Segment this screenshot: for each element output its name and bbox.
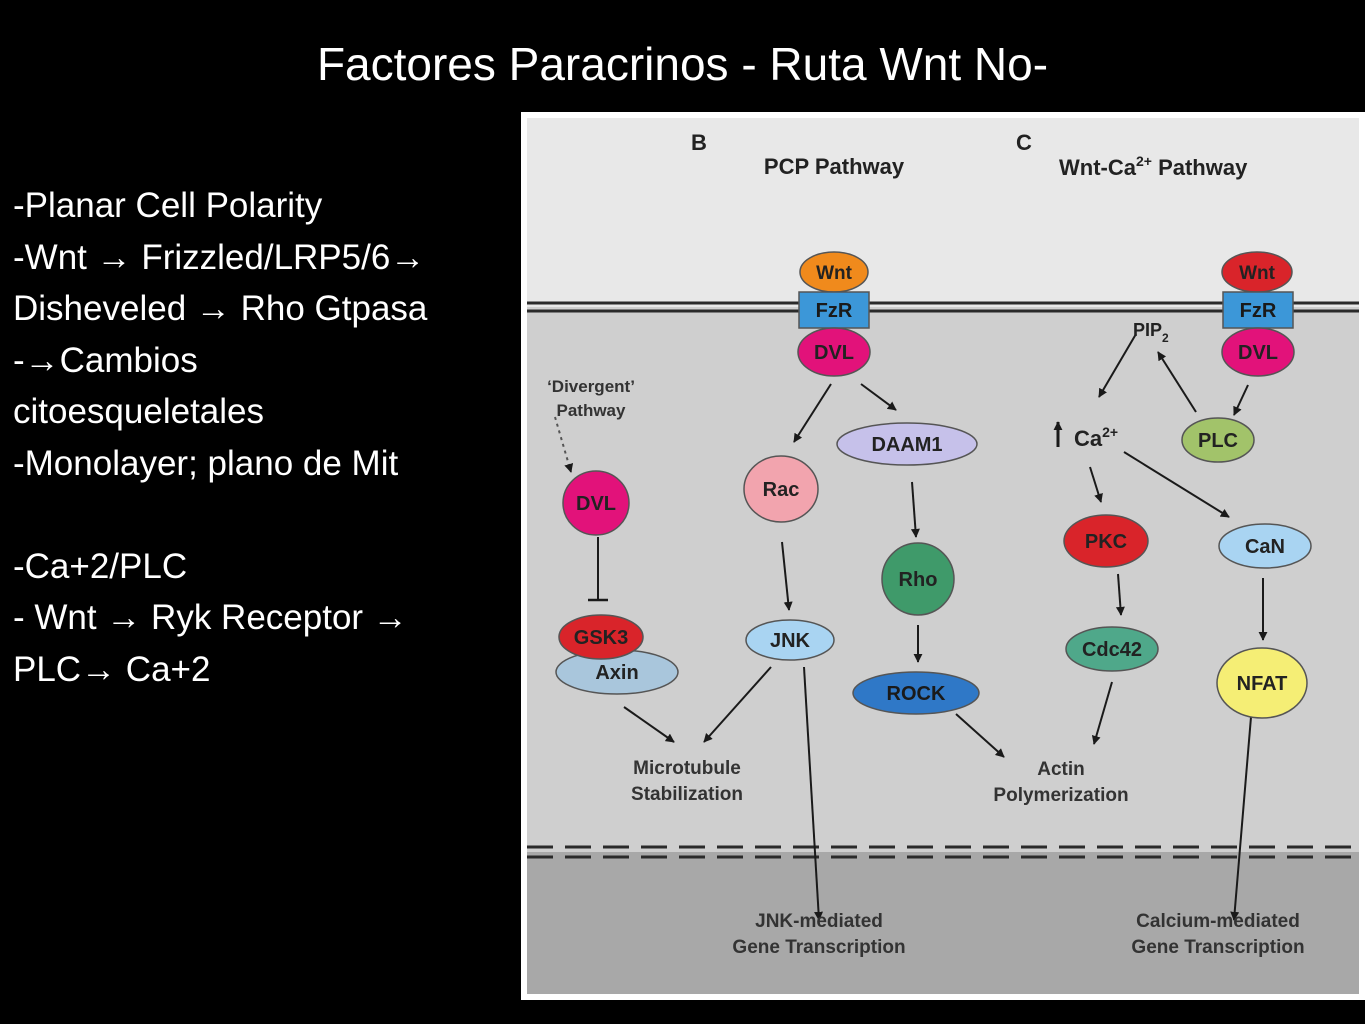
rho-node-label: Rho xyxy=(899,569,938,591)
rac-node-label: Rac xyxy=(763,479,800,501)
wnt-node-b-label: Wnt xyxy=(816,263,853,284)
divergent-label-2: Pathway xyxy=(557,401,627,420)
cdc42-node xyxy=(1065,626,1159,672)
can-node-label: CaN xyxy=(1245,536,1285,558)
daam1-node-label: DAAM1 xyxy=(871,434,942,456)
bullet-line: -Monolayer; plano de Mit xyxy=(13,443,399,483)
slide-title: Factores Paracrinos - Ruta Wnt No- xyxy=(316,38,1049,90)
fzr-node-c xyxy=(1222,291,1294,329)
nfat-node xyxy=(1216,647,1308,719)
title-sup: 2+ xyxy=(1136,153,1152,169)
fzr-node-c-label: FzR xyxy=(1240,300,1277,322)
pip2-label: PIP2 xyxy=(1133,320,1169,345)
nfat-to-gene-arrow xyxy=(1230,716,1252,921)
microtubule-label-2: Stabilization xyxy=(631,784,743,805)
rock-node-label: ROCK xyxy=(887,683,946,705)
pkc-to-cdc42-arrow xyxy=(1115,573,1125,616)
dvl-divergent-label: DVL xyxy=(576,493,616,515)
ca-to-can-arrow xyxy=(1123,451,1230,518)
jnk-gene-label-2: Gene Transcription xyxy=(732,937,905,958)
ca-main: Ca xyxy=(1074,426,1103,451)
fzr-node-b xyxy=(798,291,870,329)
daam1-node xyxy=(836,422,978,466)
gsk3-node-label: GSK3 xyxy=(574,627,628,649)
divergent-arrow xyxy=(554,416,574,473)
actin-label-1: Actin xyxy=(1037,759,1085,780)
rock-to-actin-arrow xyxy=(955,713,1005,758)
fzr-node-b-label: FzR xyxy=(816,300,853,322)
bullet-line: citoesqueletales xyxy=(13,392,264,431)
dvl-node-c xyxy=(1221,327,1295,377)
gsk3-node xyxy=(558,614,644,660)
rac-to-jnk-arrow xyxy=(781,541,793,611)
wnt-ca-pathway-title: Wnt-Ca2+ Pathway xyxy=(1059,153,1248,180)
pip-main: PIP xyxy=(1133,320,1162,340)
dvl-divergent-node xyxy=(562,470,630,536)
dvl-node-c-label: DVL xyxy=(1238,342,1278,364)
rho-node xyxy=(881,542,955,616)
dvl-to-plc-arrow xyxy=(1233,384,1249,416)
ca-sup: 2+ xyxy=(1102,424,1118,440)
wnt-pathway-figure: B PCP Pathway C Wnt-Ca2+ Pathway Ca2+ PI… xyxy=(521,112,1365,1000)
jnk-node xyxy=(745,619,835,661)
cdc42-to-actin-arrow xyxy=(1091,681,1113,745)
jnk-node-label: JNK xyxy=(770,630,811,652)
dvl-node-b xyxy=(797,327,871,377)
pkc-node-label: PKC xyxy=(1085,531,1127,553)
microtubule-label-1: Microtubule xyxy=(633,758,741,779)
bullet-spacer xyxy=(13,489,518,541)
bullet-line: -Ca+2/PLC xyxy=(13,546,188,586)
axin-node-label: Axin xyxy=(595,662,638,684)
bullet-line: -Wnt → Frizzled/LRP5/6→ xyxy=(13,237,426,277)
title-main: Wnt-Ca xyxy=(1059,155,1137,180)
calcium-gene-label-1: Calcium-mediated xyxy=(1136,911,1300,932)
extracellular-region xyxy=(527,118,1359,307)
axin-to-microtubule-arrow xyxy=(623,706,675,743)
pathway-diagram: B PCP Pathway C Wnt-Ca2+ Pathway Ca2+ PI… xyxy=(521,112,1365,1000)
dvl-to-daam1-arrow xyxy=(860,383,897,411)
daam1-to-rho-arrow xyxy=(910,481,920,538)
ca-to-pkc-arrow xyxy=(1089,466,1103,503)
bullet-list: -Planar Cell Polarity -Wnt → Frizzled/LR… xyxy=(13,180,518,695)
cdc42-node-label: Cdc42 xyxy=(1082,639,1142,661)
panel-b-letter: B xyxy=(691,130,707,155)
calcium-gene-label-2: Gene Transcription xyxy=(1131,937,1304,958)
title-end: Pathway xyxy=(1152,155,1248,180)
divergent-label-1: ‘Divergent’ xyxy=(547,377,635,396)
rock-node xyxy=(852,671,980,715)
plc-node-label: PLC xyxy=(1198,430,1238,452)
plc-node xyxy=(1181,417,1255,463)
pip2-to-ca-arrow xyxy=(1098,333,1137,398)
nucleus-region xyxy=(527,852,1359,994)
wnt-node-c-label: Wnt xyxy=(1239,263,1276,284)
pkc-node xyxy=(1063,514,1149,568)
plc-to-pip2-arrow xyxy=(1157,351,1197,413)
pip-sub: 2 xyxy=(1162,331,1169,345)
rac-node xyxy=(743,455,819,523)
nfat-node-label: NFAT xyxy=(1237,673,1288,695)
bullet-line: -Planar Cell Polarity xyxy=(13,186,323,225)
bullet-line: -→Cambios xyxy=(13,340,198,380)
dvl-node-b-label: DVL xyxy=(814,342,854,364)
actin-label-2: Polymerization xyxy=(993,785,1128,806)
jnk-to-microtubule-arrow xyxy=(703,666,772,743)
jnk-gene-label-1: JNK-mediated xyxy=(755,911,883,932)
jnk-to-gene-arrow xyxy=(803,666,824,921)
dvl-to-rac-arrow xyxy=(793,383,832,443)
bullet-line: - Wnt → Ryk Receptor → xyxy=(13,598,408,637)
pcp-pathway-title: PCP Pathway xyxy=(764,154,905,179)
calcium-label: Ca2+ xyxy=(1074,424,1118,451)
bullet-line: Disheveled → Rho Gtpasa xyxy=(13,289,428,328)
panel-c-letter: C xyxy=(1016,130,1032,155)
can-node xyxy=(1218,523,1312,569)
bullet-line: PLC→ Ca+2 xyxy=(13,649,211,689)
